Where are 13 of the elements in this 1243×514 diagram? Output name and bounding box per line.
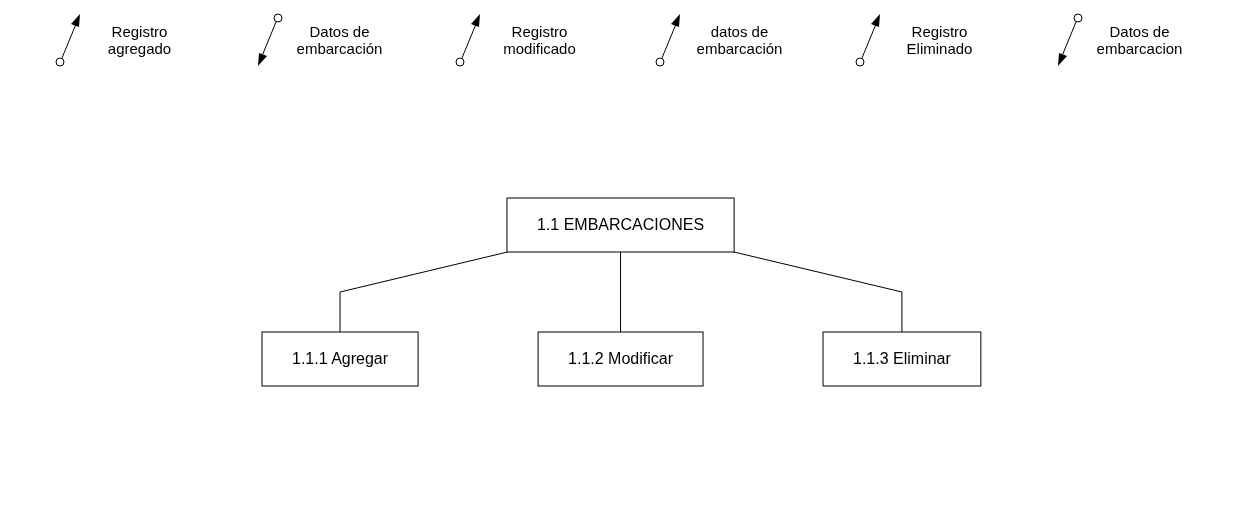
data-couple-label: Datos de embarcación (295, 23, 384, 57)
connector (620, 251, 622, 333)
connector (733, 251, 903, 333)
node-box: 1.1.2 Modificar (537, 331, 704, 387)
connector (339, 251, 509, 333)
data-couple-label: datos de embarcación (695, 23, 784, 57)
data-couple-label: Datos de embarcacion (1095, 23, 1184, 57)
node-box: 1.1.1 Agregar (261, 331, 419, 387)
data-couple-label: Registro modificado (502, 23, 577, 57)
data-couple-label: Registro Eliminado (905, 23, 974, 57)
data-couple-label: Registro agregado (106, 23, 173, 57)
node-box: 1.1.3 Eliminar (822, 331, 982, 387)
node-box: 1.1 EMBARCACIONES (506, 197, 735, 253)
